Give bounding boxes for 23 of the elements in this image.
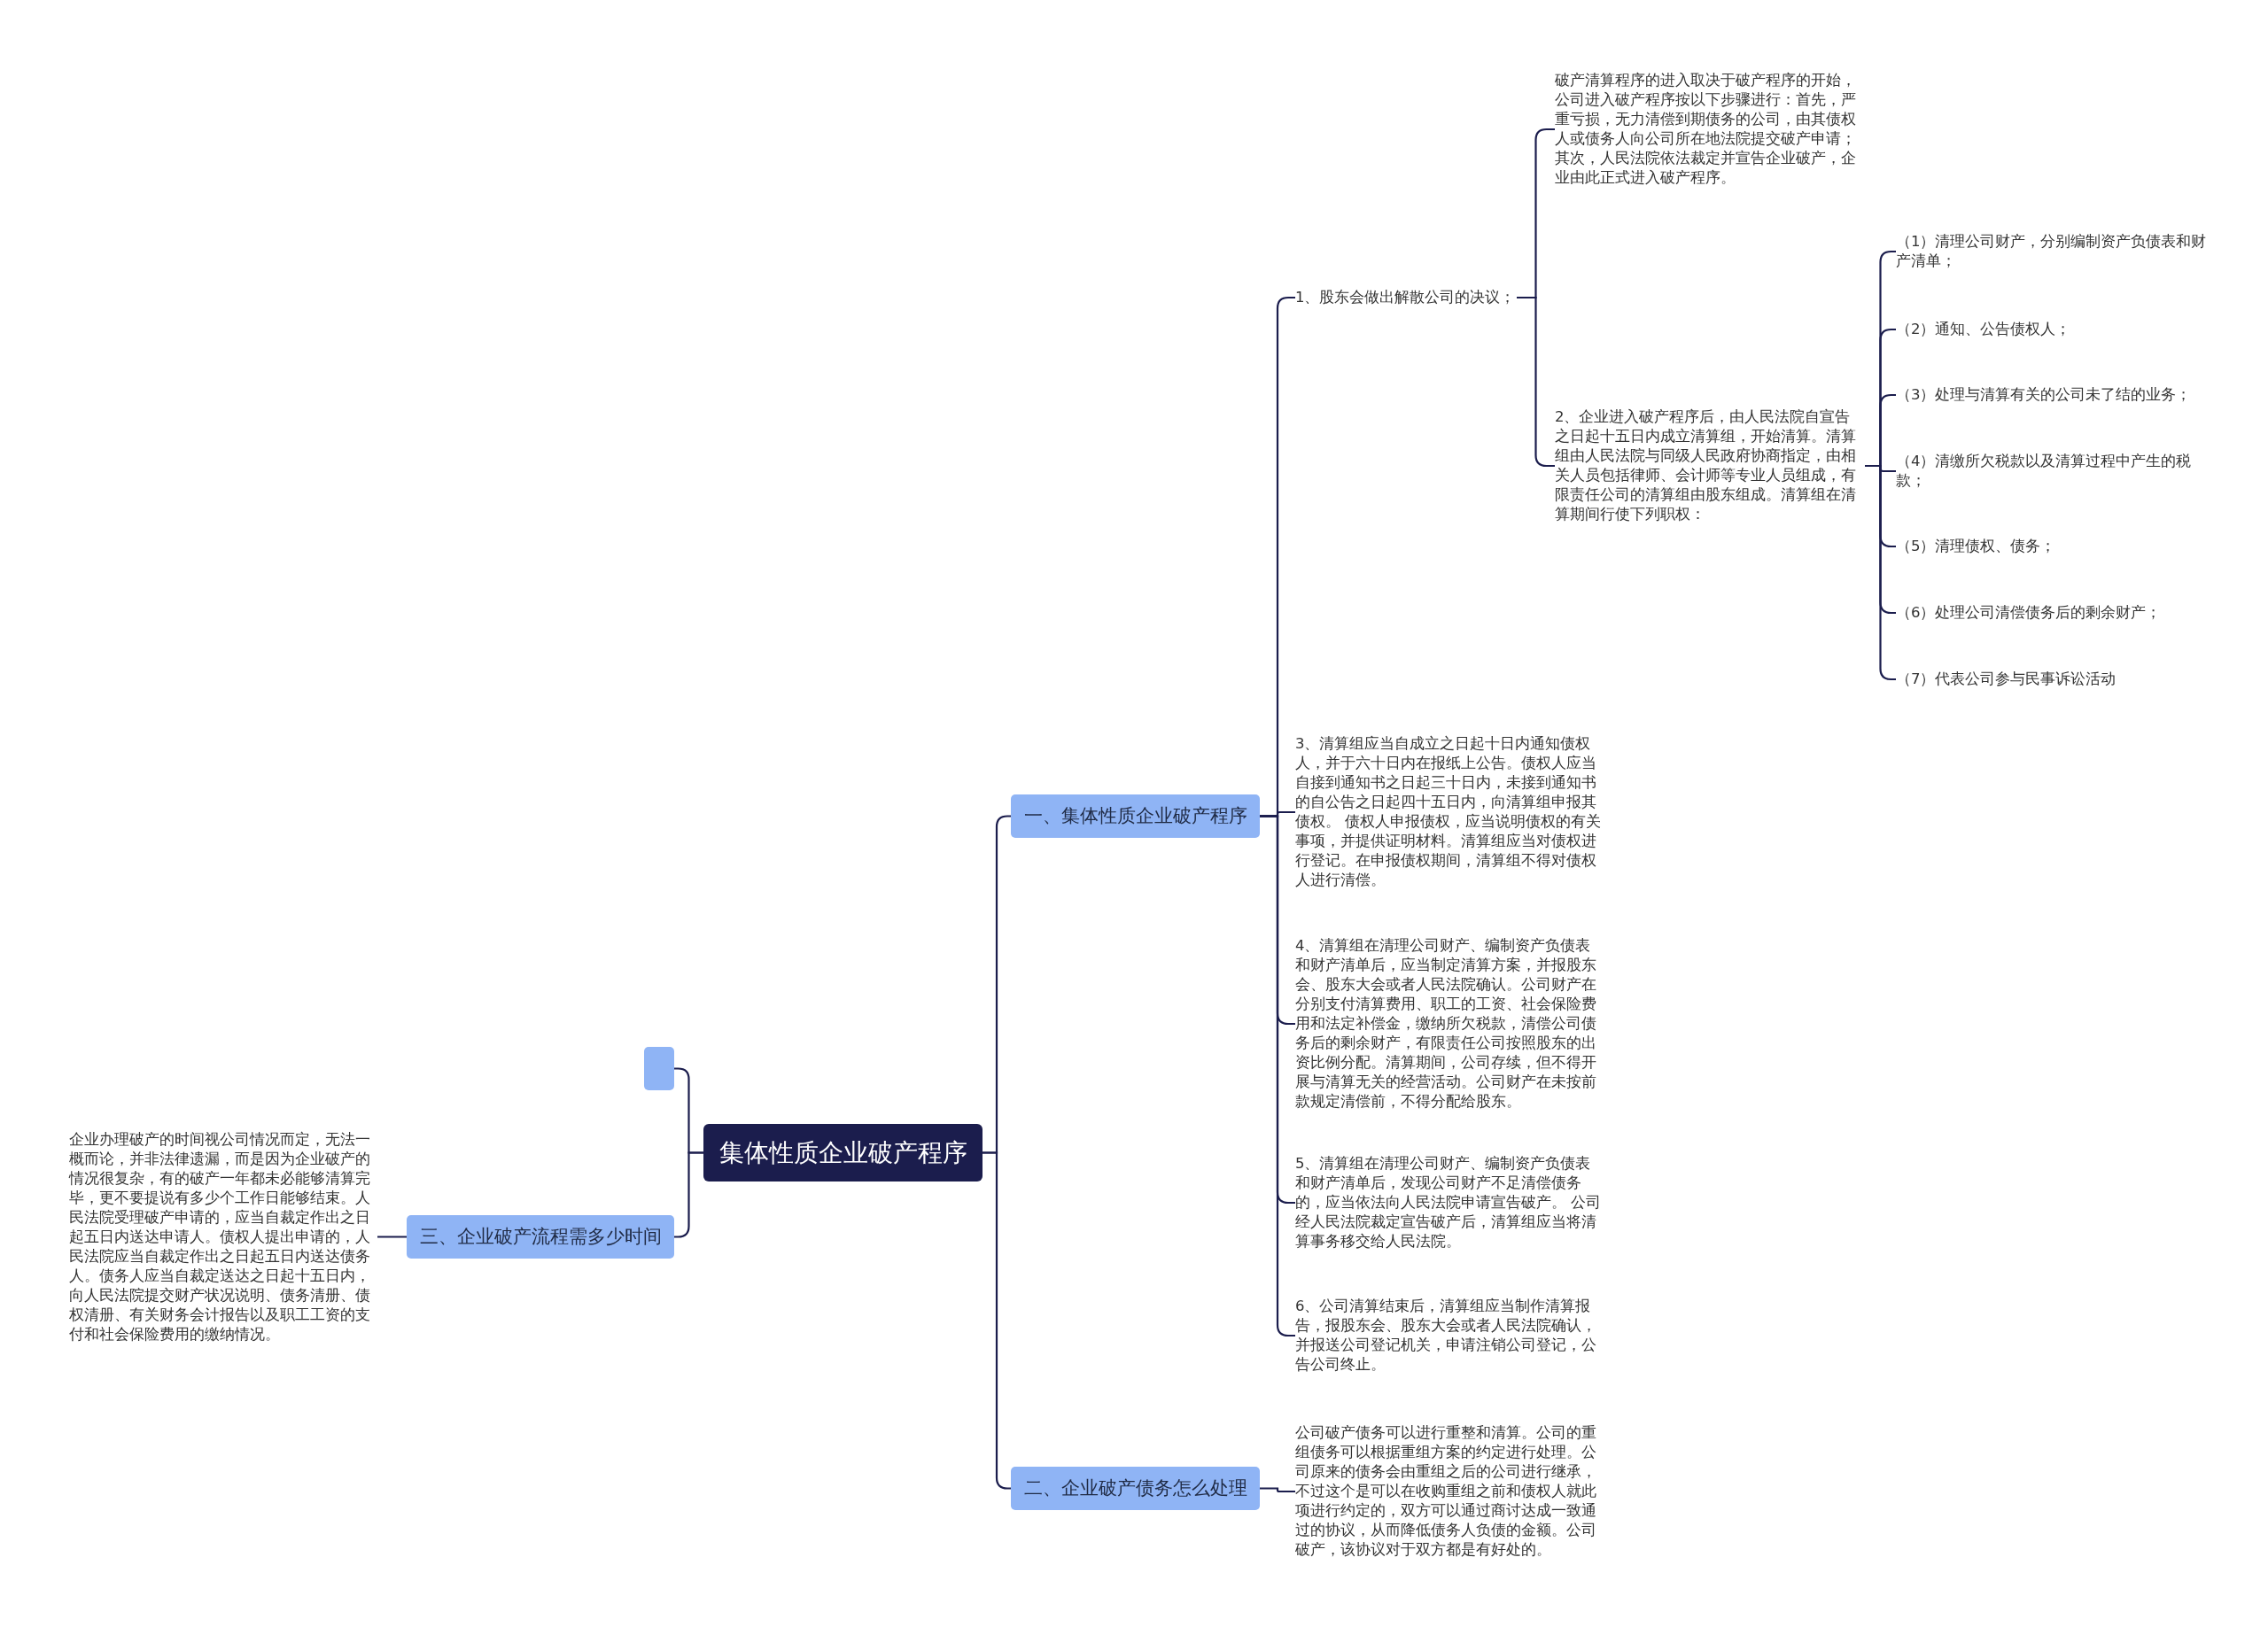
topic-text: 破产清算程序的进入取决于破产程序的开始，公司进入破产程序按以下步骤进行：首先，严重亏损，无力清偿到期债务的公司，由其债权人或债务人向公司所在地法院提交破产申请；其次，人民法院依法裁定并宣告企业破产，企业由此正式进入破产程序。 — [1555, 71, 1865, 188]
topic-text: 4、清算组在清理公司财产、编制资产负债表和财产清单后，应当制定清算方案，并报股东会、股东大会或者人民法院确认。公司财产在分别支付清算费用、职工的工资、社会保险费用和法定补偿金，缴纳所欠税款，清偿公司债务后的剩余财产，有限责任公司按照股东的出资比例分配。清算期间，公司存续，但不得开展与清算无关的经营活动。公司财产在未按前款规定清偿前，不得分配给股东。 — [1295, 936, 1605, 1112]
connector — [377, 1236, 407, 1238]
topic-text: 1、股东会做出解散公司的决议； — [1295, 288, 1517, 307]
topic-box: 二、企业破产债务怎么处理 — [1011, 1467, 1260, 1510]
topic-text: 3、清算组应当自成立之日起十日内通知债权人，并于六十日内在报纸上公告。债权人应当自接到通知书之日起三十日内，未接到通知书的自公告之日起四十五日内，向清算组申报其债权。 债权人申报债权，应当说明债权的有关事项，并提供证明材料。清算组应当对债权进行登记。在申报债权期间，清算组不得对债权人进行清偿。 — [1295, 734, 1605, 890]
topic-text: （6）处理公司清偿债务后的剩余财产； — [1896, 603, 2215, 623]
topic-box — [644, 1047, 674, 1090]
topic-text: （4）清缴所欠税款以及清算过程中产生的税款； — [1896, 452, 2215, 491]
topic-text: （1）清理公司财产，分别编制资产负债表和财产清单； — [1896, 232, 2215, 271]
topic-text: （2）通知、公告债权人； — [1896, 320, 2215, 339]
topic-box: 一、集体性质企业破产程序 — [1011, 794, 1260, 838]
topic-text: 5、清算组在清理公司财产、编制资产负债表和财产清单后，发现公司财产不足清偿债务的，应当依法向人民法院申请宣告破产。 公司经人民法院裁定宣告破产后，清算组应当将清算事务移交给人民法院。 — [1295, 1154, 1605, 1251]
topic-text: 6、公司清算结束后，清算组应当制作清算报告，报股东会、股东大会或者人民法院确认，并报送公司登记机关，申请注销公司登记，公告公司终止。 — [1295, 1297, 1605, 1375]
topic-text: 企业办理破产的时间视公司情况而定，无法一概而论，并非法律遗漏，而是因为企业破产的情况很复杂，有的破产一年都未必能够清算完毕，更不要提说有多少个工作日能够结束。人民法院受理破产申请的，应当自裁定作出之日起五日内送达申请人。债权人提出申请的，人民法院应当自裁定作出之日起五日内送达债务人。债务人应当自裁定送达之日起十五日内，向人民法院提交财产状况说明、债务清册、债权清册、有关财务会计报告以及职工工资的支付和社会保险费用的缴纳情况。 — [69, 1130, 377, 1344]
topic-box: 三、企业破产流程需多少时间 — [407, 1215, 674, 1259]
topic-text: （7）代表公司参与民事诉讼活动 — [1896, 670, 2215, 689]
topic-text: （5）清理债权、债务； — [1896, 537, 2215, 556]
topic-text: 2、企业进入破产程序后，由人民法院自宣告之日起十五日内成立清算组，开始清算。清算组由人民法院与同级人民政府协商指定，由相关人员包括律师、会计师等专业人员组成，有限责任公司的清算组由股东组成。清算组在清算期间行使下列职权： — [1555, 407, 1865, 524]
topic-text: （3）处理与清算有关的公司未了结的业务； — [1896, 385, 2215, 405]
topic-text: 公司破产债务可以进行重整和清算。公司的重组债务可以根据重组方案的约定进行处理。公司原来的债务会由重组之后的公司进行继承，不过这个是可以在收购重组之前和债权人就此项进行约定的，双方可以通过商讨达成一致通过的协议，从而降低债务人负债的金额。公司破产，该协议对于双方都是有好处的。 — [1295, 1423, 1605, 1560]
central-topic: 集体性质企业破产程序 — [703, 1124, 983, 1182]
connector — [1260, 1487, 1295, 1493]
